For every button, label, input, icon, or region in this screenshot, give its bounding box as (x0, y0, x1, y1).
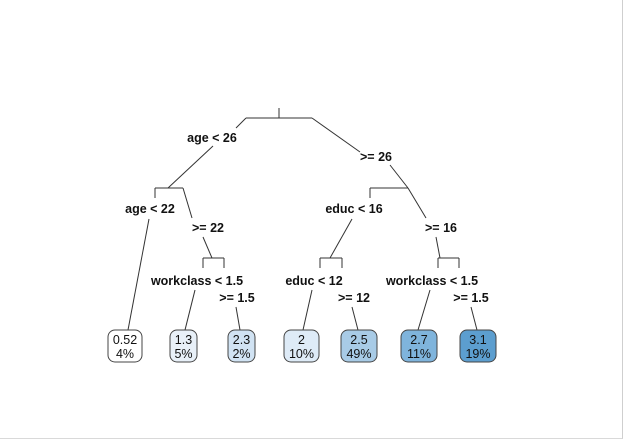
edge-root-left-lower (167, 145, 214, 189)
split-label-age22-right: >= 22 (192, 221, 224, 235)
leaf-box (283, 329, 320, 363)
edge-educ12-left (302, 289, 313, 331)
edge-root-right-lower (389, 164, 409, 189)
split-label-workclass-right-left: workclass < 1.5 (385, 274, 478, 288)
leaf-percent: 2% (232, 347, 250, 361)
leaf-value: 2 (298, 333, 305, 347)
leaf-node: 2 10% (283, 329, 320, 363)
split-label-workclass-right-right: >= 1.5 (453, 291, 488, 305)
leaf-value: 0.52 (113, 333, 137, 347)
edge-workclass-left-left (184, 289, 196, 331)
split-label-workclass-left-right: >= 1.5 (219, 291, 254, 305)
tree-edges (127, 108, 478, 331)
leaf-node: 0.52 4% (107, 329, 143, 363)
edge-educ16-left (329, 218, 353, 259)
leaf-value: 2.5 (350, 333, 367, 347)
leaf-percent: 49% (346, 347, 371, 361)
leaf-node: 2.3 2% (227, 329, 256, 363)
split-label-root-right: >= 26 (360, 150, 392, 164)
edge-workclass-right-left (417, 289, 431, 331)
leaf-box (459, 329, 497, 363)
split-label-educ16-right: >= 16 (425, 221, 457, 235)
leaf-value: 2.7 (410, 333, 427, 347)
edge-educ16-right-upper (407, 187, 427, 219)
leaf-box (169, 329, 198, 363)
leaf-value: 2.3 (233, 333, 250, 347)
edge-age22-right-upper (182, 187, 193, 219)
split-label-root-left: age < 26 (187, 131, 237, 145)
split-labels: age < 26 >= 26 age < 22 >= 22 educ < 16 … (125, 131, 489, 305)
leaf-value: 1.3 (175, 333, 192, 347)
split-label-educ16-left: educ < 16 (325, 202, 382, 216)
edge-age22-right-lower (202, 236, 213, 259)
split-label-workclass-left-left: workclass < 1.5 (150, 274, 243, 288)
leaf-percent: 4% (116, 347, 134, 361)
leaf-percent: 5% (174, 347, 192, 361)
leaf-box (107, 329, 143, 363)
leaf-box (340, 329, 378, 363)
split-label-age22-left: age < 22 (125, 202, 175, 216)
leaf-percent: 10% (289, 347, 314, 361)
leaf-node: 2.5 49% (340, 329, 378, 363)
leaf-value: 3.1 (469, 333, 486, 347)
leaf-node: 3.1 19% (459, 329, 497, 363)
edge-root-right (311, 117, 361, 153)
edge-educ16-right-lower (435, 236, 441, 259)
leaf-node: 1.3 5% (169, 329, 198, 363)
leaf-percent: 19% (465, 347, 490, 361)
edge-workclass-left-right (235, 306, 241, 331)
edge-age22-left (127, 218, 150, 331)
edge-root-left (235, 117, 247, 129)
leaf-box (400, 329, 438, 363)
edge-educ12-right (351, 306, 359, 331)
split-label-educ12-left: educ < 12 (285, 274, 342, 288)
leaf-nodes: 0.52 4% 1.3 5% 2.3 2% 2 10% 2.5 49% 2.7 … (107, 329, 497, 363)
edge-workclass-right-right (470, 306, 478, 331)
leaf-percent: 11% (407, 347, 431, 361)
leaf-node: 2.7 11% (400, 329, 438, 363)
leaf-box (227, 329, 256, 363)
split-label-educ12-right: >= 12 (338, 291, 370, 305)
